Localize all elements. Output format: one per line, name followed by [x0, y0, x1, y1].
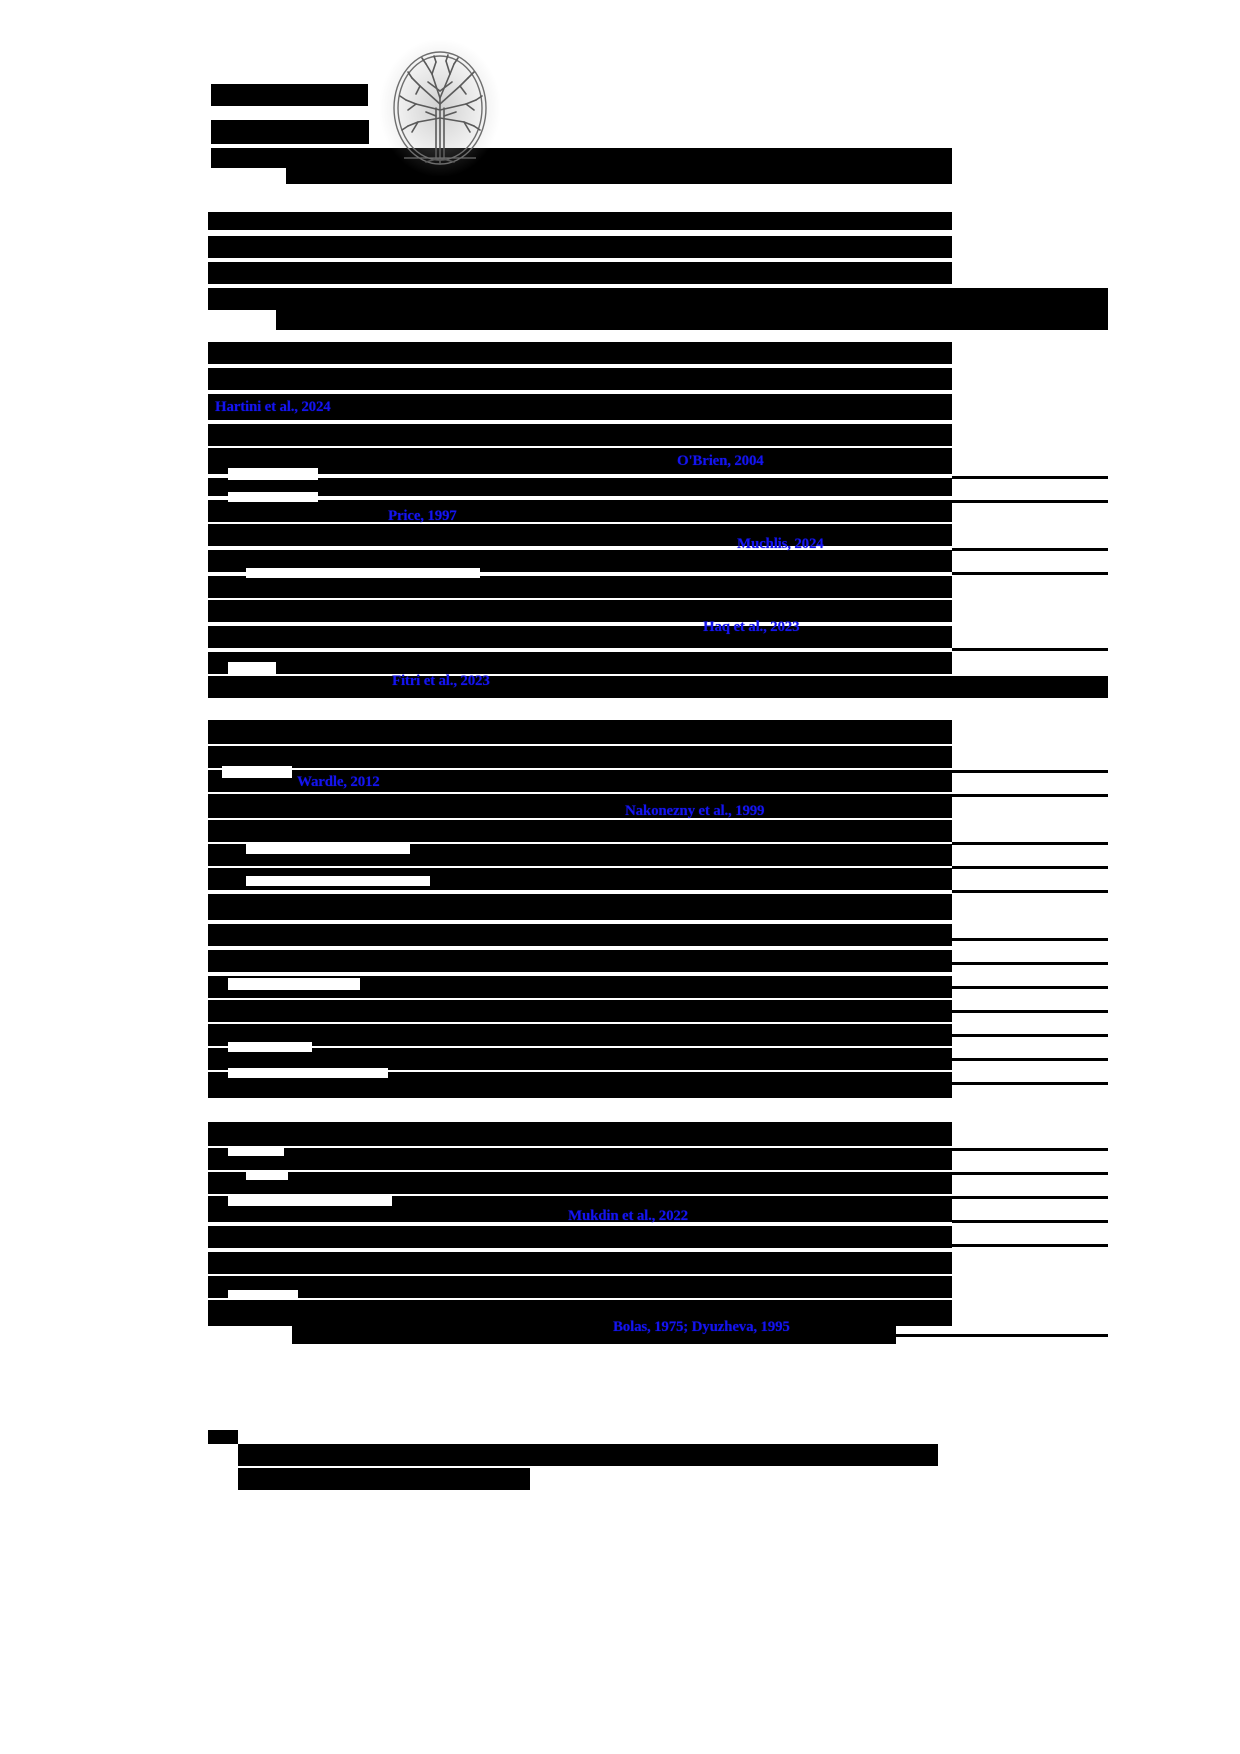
redaction-bar — [211, 148, 952, 168]
horizontal-rule — [952, 548, 1108, 551]
text-gap — [222, 766, 292, 778]
redaction-bar — [208, 1252, 952, 1274]
text-gap — [228, 492, 318, 502]
redaction-bar — [208, 1122, 952, 1146]
redaction-bar — [208, 524, 952, 546]
horizontal-rule — [894, 1334, 1108, 1337]
redaction-bar — [208, 236, 952, 258]
redaction-bar — [208, 950, 952, 972]
redaction-bar — [208, 600, 952, 622]
citation-link[interactable]: Mukdin et al., 2022 — [568, 1208, 688, 1224]
horizontal-rule — [952, 842, 1108, 845]
horizontal-rule — [952, 770, 1108, 773]
text-gap — [246, 844, 410, 854]
redaction-bar — [208, 368, 952, 390]
redaction-bar — [208, 262, 952, 284]
text-gap — [228, 978, 360, 990]
redaction-bar — [208, 976, 952, 998]
redaction-bar — [208, 1172, 952, 1194]
citation-link[interactable]: Hartini et al., 2024 — [215, 399, 331, 415]
text-gap — [228, 1290, 298, 1300]
redaction-bar — [208, 500, 952, 522]
text-gap — [246, 876, 430, 886]
redaction-bar — [208, 1148, 952, 1170]
citation-link[interactable]: Wardle, 2012 — [297, 774, 380, 790]
tree-emblem-icon — [388, 46, 492, 170]
horizontal-rule — [952, 986, 1108, 989]
redaction-bar — [208, 288, 1108, 310]
redaction-bar — [208, 894, 952, 920]
redaction-bar — [286, 168, 952, 184]
tree-emblem-svg — [393, 51, 487, 165]
citation-link[interactable]: Muchlis, 2024 — [737, 536, 824, 552]
redaction-bar — [208, 1226, 952, 1248]
text-gap — [228, 1146, 284, 1156]
horizontal-rule — [952, 500, 1108, 503]
redaction-bar — [208, 652, 952, 674]
redaction-bar — [208, 924, 952, 946]
horizontal-rule — [952, 648, 1108, 651]
redaction-bar — [208, 394, 952, 420]
redaction-bar — [208, 794, 952, 818]
horizontal-rule — [952, 1172, 1108, 1175]
redaction-bar — [208, 720, 952, 744]
citation-link[interactable]: Fitri et al., 2023 — [392, 673, 490, 689]
citation-link[interactable]: Bolas, 1975; Dyuzheva, 1995 — [613, 1319, 790, 1335]
redaction-bar — [211, 120, 369, 144]
redaction-bar — [208, 1430, 238, 1444]
horizontal-rule — [952, 1220, 1108, 1223]
horizontal-rule — [952, 1034, 1108, 1037]
redaction-bar — [208, 770, 952, 792]
horizontal-rule — [952, 866, 1108, 869]
redaction-bar — [211, 84, 368, 106]
horizontal-rule — [952, 1058, 1108, 1061]
horizontal-rule — [952, 890, 1108, 893]
redaction-bar — [208, 1048, 952, 1070]
redaction-bar — [276, 310, 1108, 330]
horizontal-rule — [952, 572, 1108, 575]
redaction-bar — [208, 1300, 952, 1326]
horizontal-rule — [952, 1010, 1108, 1013]
redaction-bar — [208, 448, 952, 474]
redaction-bar — [208, 550, 952, 572]
redaction-bar — [208, 1024, 952, 1046]
horizontal-rule — [952, 1148, 1108, 1151]
horizontal-rule — [952, 1196, 1108, 1199]
text-gap — [228, 1068, 388, 1078]
redaction-bar — [208, 212, 952, 230]
redaction-bar — [208, 576, 952, 598]
citation-link[interactable]: Price, 1997 — [388, 508, 457, 524]
text-gap — [246, 1170, 288, 1180]
redaction-bar — [208, 1000, 952, 1022]
text-gap — [228, 662, 276, 674]
horizontal-rule — [952, 938, 1108, 941]
horizontal-rule — [952, 794, 1108, 797]
redaction-bar — [208, 746, 952, 768]
redaction-bar — [208, 676, 1108, 698]
text-gap — [228, 1042, 312, 1052]
citation-link[interactable]: Nakonezny et al., 1999 — [625, 803, 765, 819]
redaction-bar — [208, 342, 952, 364]
redaction-bar — [238, 1468, 530, 1490]
horizontal-rule — [952, 1244, 1108, 1247]
horizontal-rule — [952, 962, 1108, 965]
redaction-bar — [292, 1326, 896, 1344]
citation-link[interactable]: O'Brien, 2004 — [677, 453, 764, 469]
citation-link[interactable]: Haq et al., 2023 — [703, 619, 800, 635]
redaction-bar — [208, 478, 952, 496]
horizontal-rule — [952, 1082, 1108, 1085]
redaction-bar — [238, 1444, 938, 1466]
text-gap — [228, 1196, 392, 1206]
redaction-bar — [208, 626, 952, 648]
redaction-bar — [208, 424, 952, 446]
horizontal-rule — [952, 476, 1108, 479]
redaction-bar — [208, 1276, 952, 1298]
text-gap — [246, 568, 480, 578]
horizontal-rule — [536, 1462, 938, 1465]
redaction-bar — [208, 820, 952, 842]
text-gap — [228, 468, 318, 480]
